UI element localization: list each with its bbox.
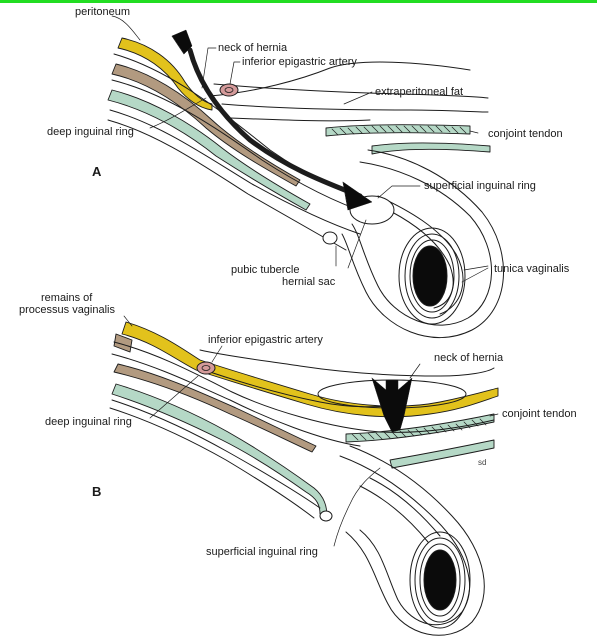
label-b-neck-of-hernia: neck of hernia	[434, 352, 503, 364]
label-a-conjoint-tendon: conjoint tendon	[488, 128, 563, 140]
label-a-superficial-inguinal-ring: superficial inguinal ring	[424, 180, 536, 192]
b-conjoint-tendon	[346, 414, 494, 442]
label-a-hernial-sac: hernial sac	[282, 276, 335, 288]
label-a-neck-of-hernia: neck of hernia	[218, 42, 287, 54]
b-epigastric-artery-vessel	[197, 362, 215, 374]
label-a-tunica-vaginalis: tunica vaginalis	[494, 263, 569, 275]
b-fascia-layer	[114, 364, 316, 452]
label-b-processus-vaginalis: processus vaginalis	[19, 304, 115, 316]
panel-letter-b: B	[92, 484, 101, 499]
a-epigastric-artery-vessel	[220, 84, 238, 96]
label-b-superficial-inguinal-ring: superficial inguinal ring	[206, 546, 318, 558]
label-a-pubic-tubercle: pubic tubercle	[231, 264, 300, 276]
label-a-peritoneum: peritoneum	[75, 6, 130, 18]
artist-signature: sd	[478, 458, 486, 467]
a-testis-black	[413, 246, 447, 306]
label-b-remains-of: remains of	[41, 292, 92, 304]
panel-letter-a: A	[92, 164, 101, 179]
a-pubic-tubercle-shape	[323, 232, 337, 244]
label-a-extraperitoneal-fat: extraperitoneal fat	[375, 86, 463, 98]
b-testis-black	[424, 550, 456, 610]
b-pubic-tubercle-shape	[320, 511, 332, 521]
label-a-inferior-epigastric-artery: inferior epigastric artery	[242, 56, 357, 68]
a-lower-green-band	[372, 143, 490, 154]
label-a-deep-inguinal-ring: deep inguinal ring	[47, 126, 134, 138]
b-hernia-arrow	[372, 378, 412, 432]
label-b-conjoint-tendon: conjoint tendon	[502, 408, 577, 420]
label-b-deep-inguinal-ring: deep inguinal ring	[45, 416, 132, 428]
label-b-inferior-epigastric-artery: inferior epigastric artery	[208, 334, 323, 346]
